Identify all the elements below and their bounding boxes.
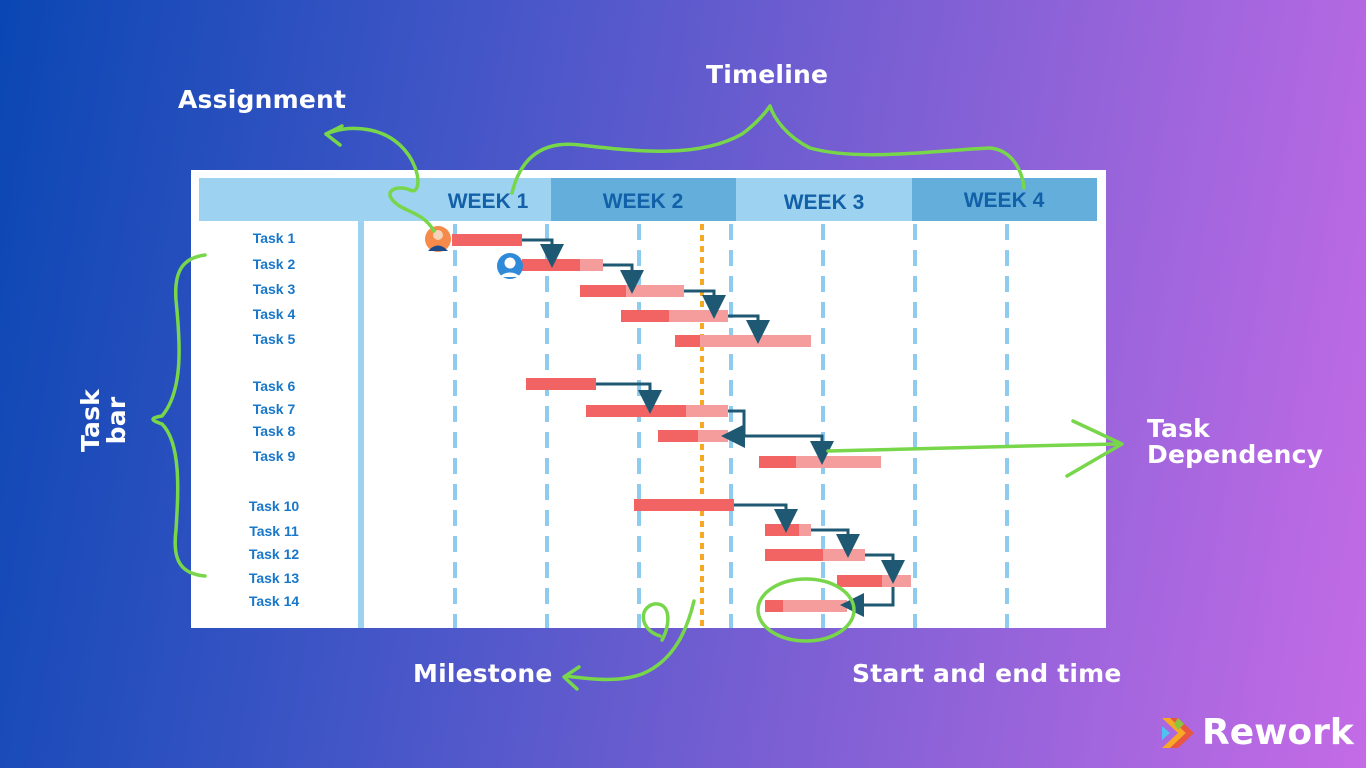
task-dependency-line-1: Task xyxy=(1147,414,1211,443)
task-bar-label: Task bar xyxy=(76,388,132,452)
brand-name: Rework xyxy=(1202,712,1354,753)
task-dependency-label: Task Dependency xyxy=(1147,414,1324,470)
gantt-chart-panel xyxy=(191,170,1106,628)
milestone-label: Milestone xyxy=(413,659,553,688)
rework-logo-icon xyxy=(1162,717,1194,748)
timeline-label: Timeline xyxy=(706,60,829,89)
task-bar-line-1: Task xyxy=(76,388,105,452)
task-dependency-line-2: Dependency xyxy=(1147,440,1324,470)
assignment-label: Assignment xyxy=(178,85,347,114)
brand-logo: Rework xyxy=(1160,712,1354,753)
milestone-arrowhead xyxy=(562,665,581,691)
task-bar-line-2: bar xyxy=(102,396,132,445)
assignment-arrowhead xyxy=(324,124,344,147)
start-end-time-label: Start and end time xyxy=(852,659,1122,688)
